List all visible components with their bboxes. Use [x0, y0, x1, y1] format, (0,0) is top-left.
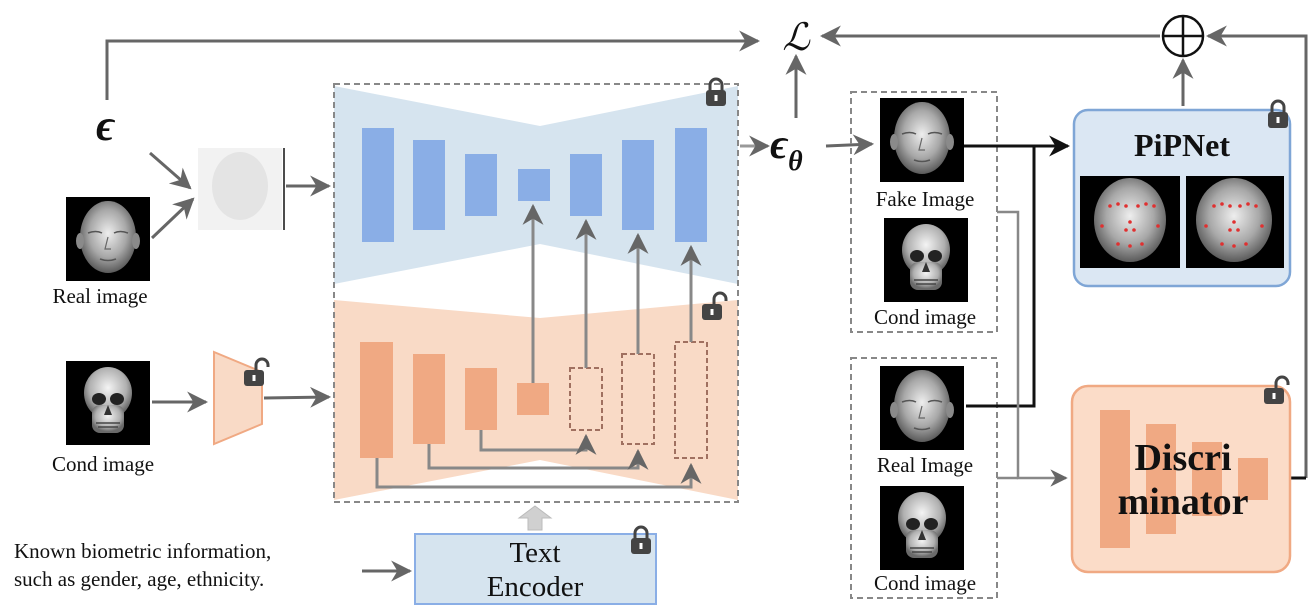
cond-image-label: Cond image	[52, 452, 154, 476]
sum-node	[1161, 14, 1205, 58]
cond-image-input	[65, 360, 151, 446]
text-encoder-lock-icon	[629, 525, 653, 556]
discriminator-module	[1070, 384, 1292, 574]
pipnet-module	[1072, 108, 1292, 288]
real-image-group-label: Real Image	[877, 453, 973, 477]
pipnet-landmarks	[1100, 202, 1264, 248]
discriminator-label-2: minator	[1118, 481, 1249, 523]
text-encoder-label-2: Encoder	[487, 571, 584, 603]
discriminator-label-1: Discri	[1134, 437, 1231, 479]
fake-cond-label: Cond image	[874, 305, 976, 329]
real-cond-label: Cond image	[874, 571, 976, 595]
real-image-group	[850, 357, 998, 599]
fake-image-label: Fake Image	[876, 187, 975, 211]
text-encoder-label-1: Text	[509, 537, 560, 569]
text-encoder	[414, 533, 657, 605]
controlnet-connections	[375, 203, 702, 489]
real-image-input	[65, 196, 151, 282]
text-encoder-up-arrow	[517, 505, 553, 531]
pipnet-title: PiPNet	[1134, 127, 1230, 163]
real-image-label: Real image	[52, 284, 147, 308]
biometric-text-line2: such as gender, age, ethnicity.	[14, 567, 264, 591]
loss-symbol: ℒ	[782, 17, 811, 59]
loss-feedback-arrows	[105, 25, 1308, 478]
biometric-text-line1: Known biometric information,	[14, 539, 271, 563]
noisy-image	[198, 148, 285, 230]
noise-arrows	[149, 151, 332, 240]
noise-pred-symbol: ϵθ	[770, 122, 803, 177]
pipnet-lock-icon	[1266, 99, 1290, 130]
noise-symbol: ϵ	[96, 101, 116, 150]
fake-image-group	[850, 91, 998, 333]
cond-encoder-unlock-icon	[242, 357, 270, 388]
controlnet-blocks	[360, 341, 708, 459]
cond-encoder-arrow	[263, 386, 332, 408]
noise-pred-arrow	[825, 134, 875, 156]
group-connections	[964, 135, 1306, 487]
unet-blocks	[362, 128, 707, 242]
